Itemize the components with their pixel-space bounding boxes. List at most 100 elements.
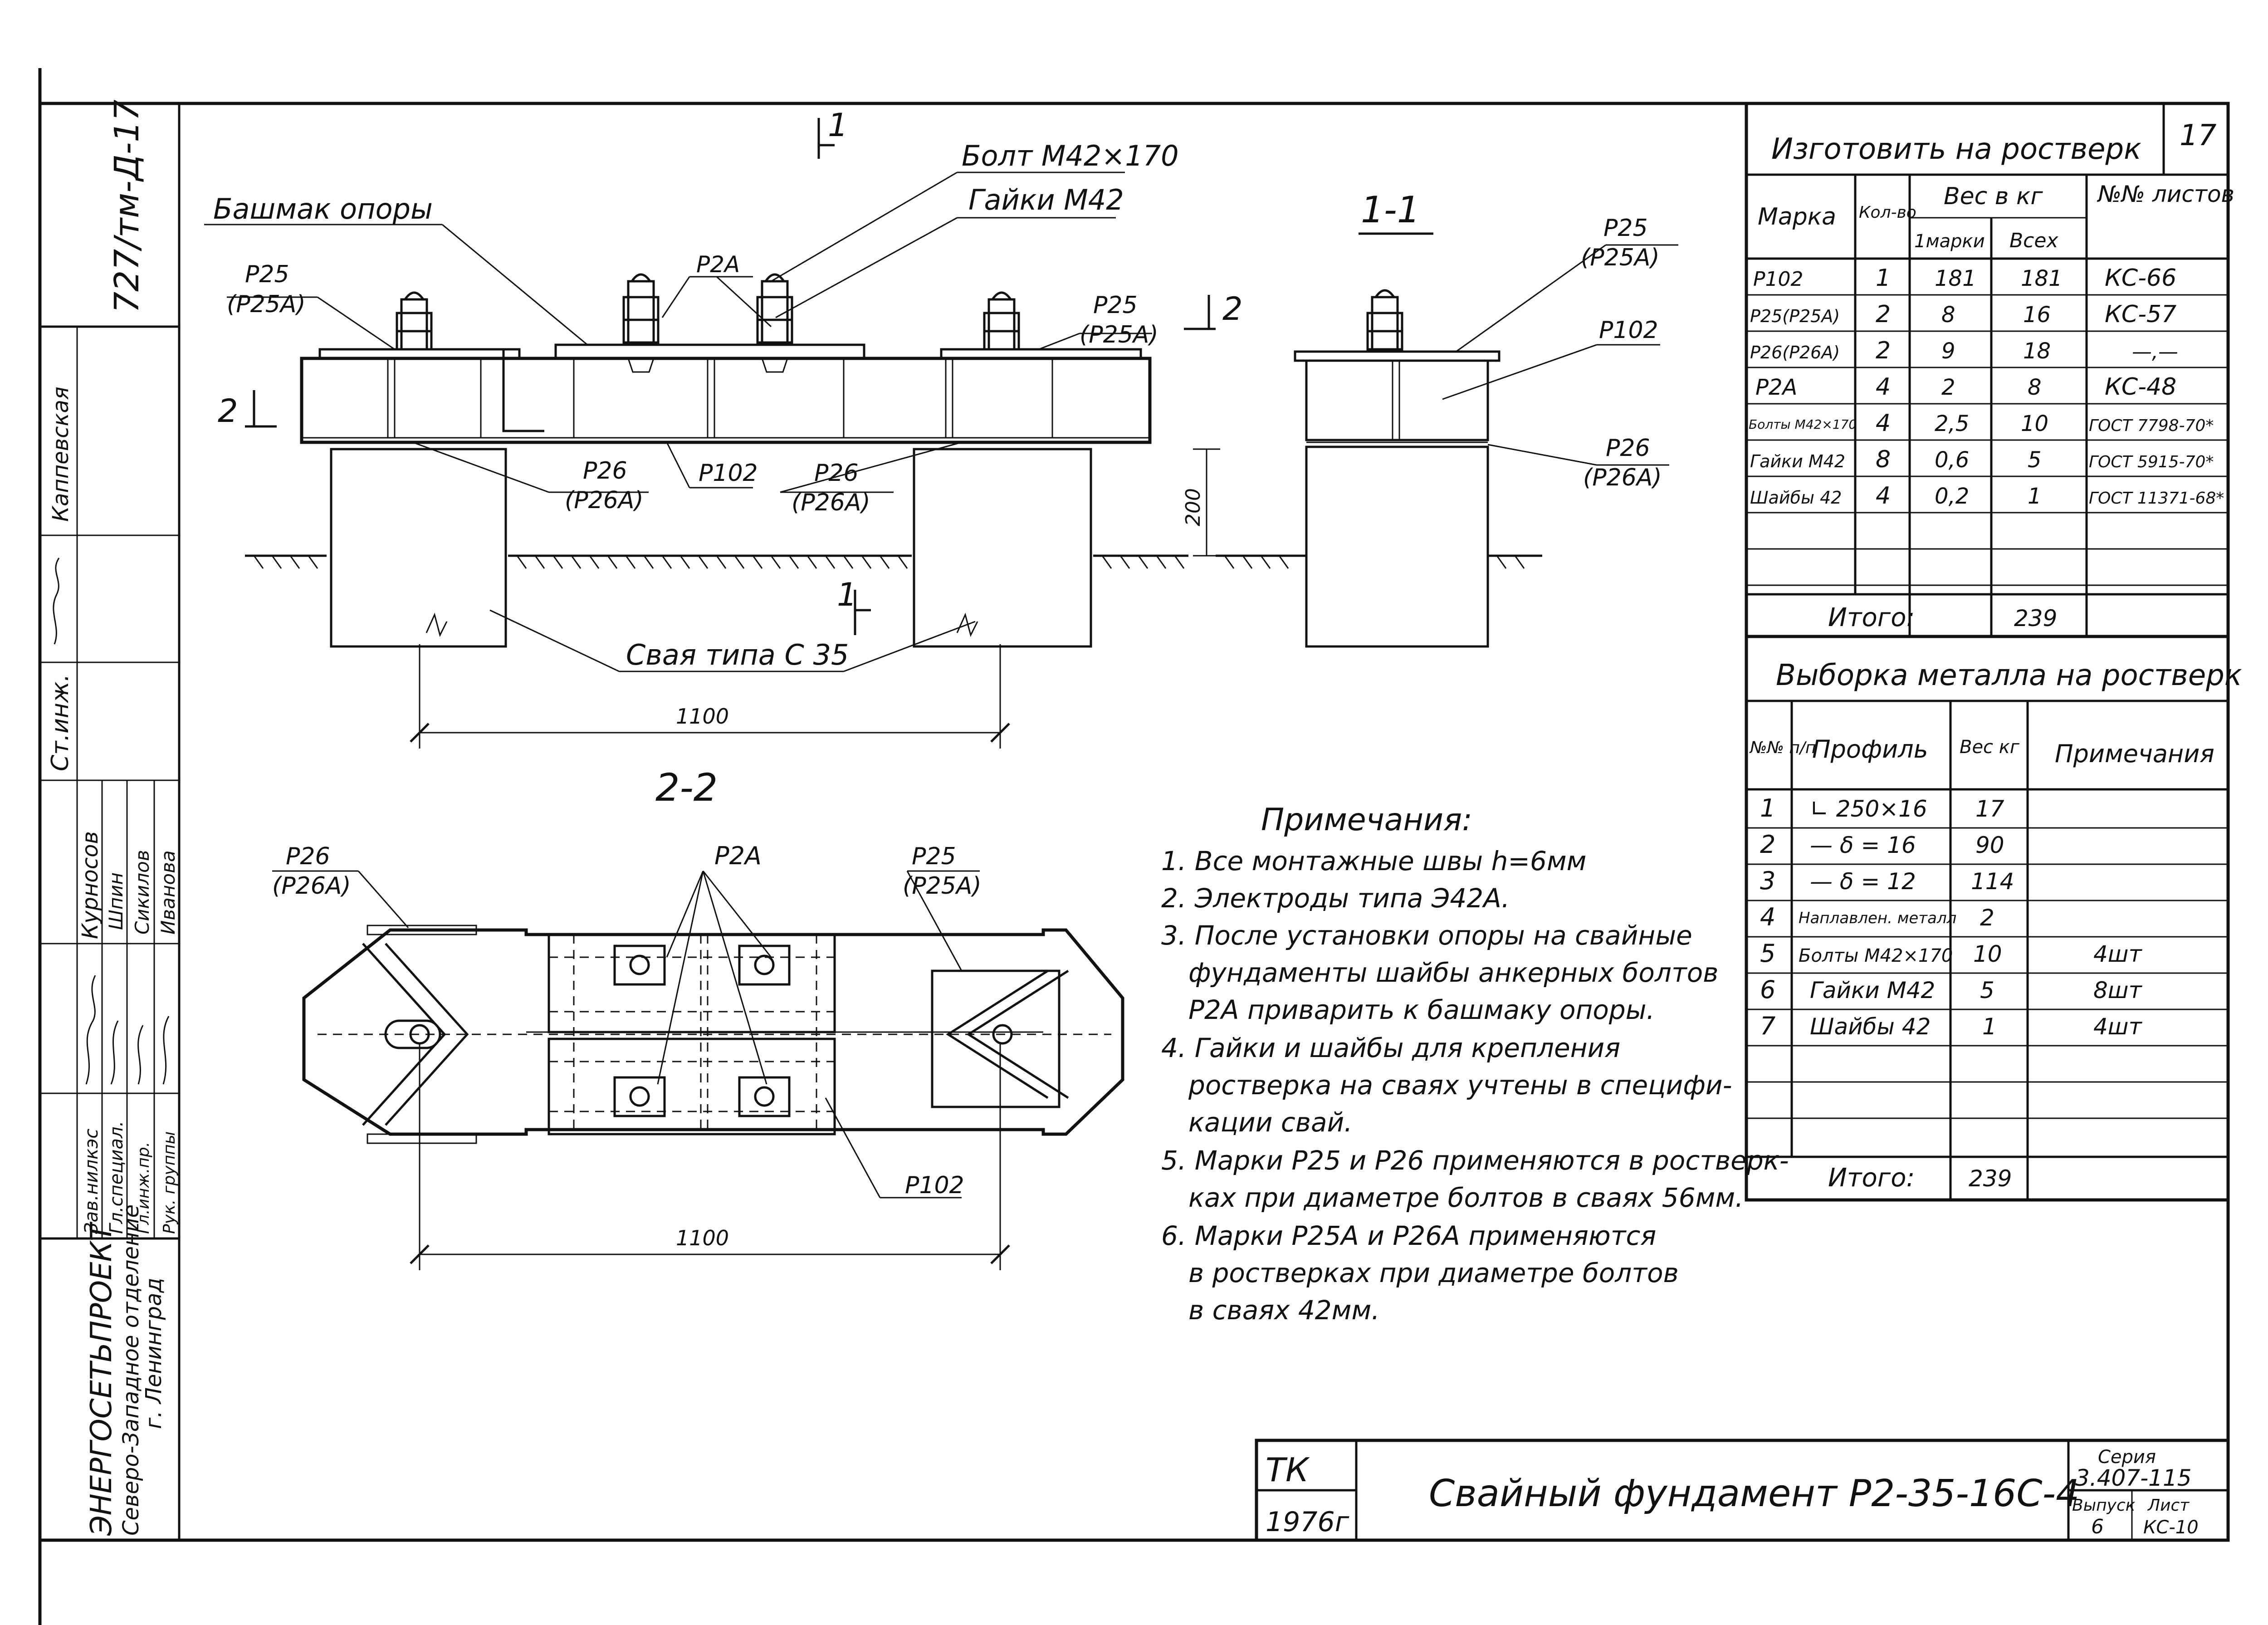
dim-height-200: 200 [1182, 448, 1220, 557]
stamp-department: Северо-Западное отделение [118, 1204, 144, 1536]
pile-left [330, 448, 507, 648]
label-p25-right: Р25 [1093, 292, 1138, 319]
s11-label-p26: Р26 [1606, 435, 1650, 462]
spec-r6-qty: 8 [1876, 446, 1891, 473]
label-p26-right: Р26 [814, 460, 859, 487]
drawing-title: Свайный фундамент Р2-35-16С-4 [1429, 1472, 2079, 1515]
metal-r6-profile: Гайки М42 [1810, 977, 1935, 1003]
spec-r1-wt: 181 [2021, 266, 2063, 291]
year-label: 1976г [1266, 1506, 1349, 1538]
label-p102: Р102 [699, 460, 758, 487]
svg-text:1100: 1100 [676, 1226, 729, 1250]
metal-r6-weight: 5 [1980, 977, 1994, 1003]
spec-r5-w1: 2,5 [1935, 411, 1969, 436]
plan-washer-3 [613, 1076, 666, 1117]
beam-p102 [300, 357, 1152, 444]
section-1-1-title: 1-1 [1361, 189, 1420, 231]
note-line-3: 3. После установки опоры на свайные [1161, 920, 1692, 951]
label-bolt: Болт М42×170 [962, 139, 1179, 172]
section-1-1: 1-1 Р25 (Р25А) Р102 Р26 (Р26А) [1216, 189, 1678, 648]
metal-r7-profile: Шайбы 42 [1810, 1013, 1931, 1040]
spec-r7-wt: 1 [2028, 484, 2042, 509]
label-p26a-left: (Р26А) [565, 487, 644, 514]
spec-r1-qty: 1 [1876, 264, 1891, 292]
s11-label-p102: Р102 [1599, 317, 1658, 344]
spec-r3-mark: Р26(Р26А) [1750, 343, 1840, 362]
spec-r6-sheet: ГОСТ 5915-70* [2089, 453, 2214, 471]
s22-label-p25: Р25 [912, 843, 956, 870]
spec-r2-w1: 8 [1941, 302, 1955, 328]
stamp-role-gl-spec: Гл.специал. [106, 1121, 127, 1234]
stamp-role-gl-inzh: Гл.инж.пр. [134, 1142, 153, 1234]
spec-r2-sheet: КС-57 [2105, 301, 2176, 328]
metal-r7-weight: 1 [1982, 1013, 1997, 1040]
spec-r2-mark: Р25(Р25А) [1750, 306, 1840, 326]
stamp-role-st-inzh: Ст.инж. [47, 674, 74, 771]
issue-label: Выпуск [2072, 1496, 2136, 1515]
ground-line [245, 554, 1188, 569]
stamp-role-zav: Зав.нилкэс [81, 1129, 102, 1234]
issue-value: 6 [2091, 1515, 2104, 1538]
metal-total-label: Итого: [1828, 1163, 1915, 1193]
cut-marker-1-bottom: 1 [837, 576, 871, 635]
s11-label-p26a: (Р26А) [1583, 464, 1662, 491]
spec-r5-wt: 10 [2021, 411, 2048, 436]
stamp-name-kappevskaya: Каппевская [48, 387, 73, 522]
spec-r3-wt: 18 [2023, 338, 2051, 364]
metal-r2-profile: — δ = 16 [1810, 832, 1916, 858]
spec-h-per-item: 1марки [1914, 231, 1985, 252]
spec-r1-sheet: КС-66 [2105, 264, 2176, 292]
metal-r1-weight: 17 [1975, 796, 2004, 822]
dim-span-1100-plan: 1100 [410, 1043, 1010, 1270]
metal-r5-note: 4шт [2093, 941, 2143, 967]
spec-title: Изготовить на ростверк [1771, 132, 2141, 166]
section-2-2: 2-2 [272, 765, 1124, 1270]
spec-h-mark: Марка [1758, 203, 1836, 230]
sheet-value: КС-10 [2143, 1517, 2199, 1538]
note-line-11: 6. Марки Р25А и Р26А применяются [1161, 1220, 1656, 1251]
spec-h-weight: Вес в кг [1944, 183, 2043, 210]
signature-group [85, 975, 170, 1085]
note-line-1: 1. Все монтажные швы h=6мм [1161, 846, 1586, 876]
svg-text:1: 1 [828, 107, 848, 144]
stamp-name-kurnosov: Курносов [78, 831, 103, 939]
spec-r4-w1: 2 [1941, 375, 1955, 400]
spec-r7-sheet: ГОСТ 11371-68* [2089, 489, 2224, 508]
spec-h-sheets: №№ листов [2097, 181, 2234, 207]
metal-r3-num: 3 [1760, 866, 1775, 895]
spec-r7-mark: Шайбы 42 [1750, 488, 1842, 508]
pile-right [913, 448, 1092, 648]
spec-r3-qty: 2 [1876, 337, 1891, 364]
note-line-10: ках при диаметре болтов в сваях 56мм. [1188, 1182, 1744, 1213]
label-pile: Свая типа С 35 [626, 638, 849, 671]
spec-total-label: Итого: [1828, 603, 1915, 632]
stamp-organization: ЭНЕРГОСЕТЬПРОЕКТ [85, 1221, 118, 1536]
note-line-4: фундаменты шайбы анкерных болтов [1188, 957, 1718, 988]
sheet-number: 17 [2180, 119, 2217, 152]
metal-r6-num: 6 [1760, 975, 1775, 1004]
metal-table: Выборка металла на ростверк №№ п/п Профи… [1745, 635, 2242, 1202]
spec-r7-w1: 0,2 [1935, 484, 1969, 509]
metal-r5-profile: Болты М42×170 [1799, 945, 1953, 966]
cut-marker-2-right: 2 [1184, 290, 1243, 330]
s22-label-p26: Р26 [286, 843, 330, 870]
metal-r1-profile: ∟ 250×16 [1810, 796, 1927, 822]
sheet-label: Лист [2147, 1496, 2190, 1515]
note-line-9: 5. Марки Р25 и Р26 применяются в роствер… [1161, 1145, 1789, 1176]
s22-label-p26a: (Р26А) [272, 872, 351, 900]
metal-h-num: №№ п/п [1749, 739, 1816, 757]
svg-text:1: 1 [837, 576, 857, 613]
metal-h-profile: Профиль [1812, 735, 1928, 764]
section-2-2-title: 2-2 [655, 765, 718, 810]
spec-r3-sheet: —,— [2132, 340, 2178, 363]
label-p25a-left: (Р25А) [227, 291, 306, 318]
metal-r2-weight: 90 [1975, 832, 2004, 858]
note-line-5: Р2А приварить к башмаку опоры. [1188, 994, 1655, 1025]
label-p25a-right: (Р25А) [1080, 321, 1158, 348]
stamp-role-ruk: Рук. группы [160, 1131, 179, 1234]
spec-r1-w1: 181 [1935, 266, 1976, 291]
metal-r5-weight: 10 [1973, 941, 2002, 967]
stamp-name-sikilov: Сикилов [131, 850, 153, 935]
note-line-8: кации свай. [1188, 1107, 1353, 1138]
